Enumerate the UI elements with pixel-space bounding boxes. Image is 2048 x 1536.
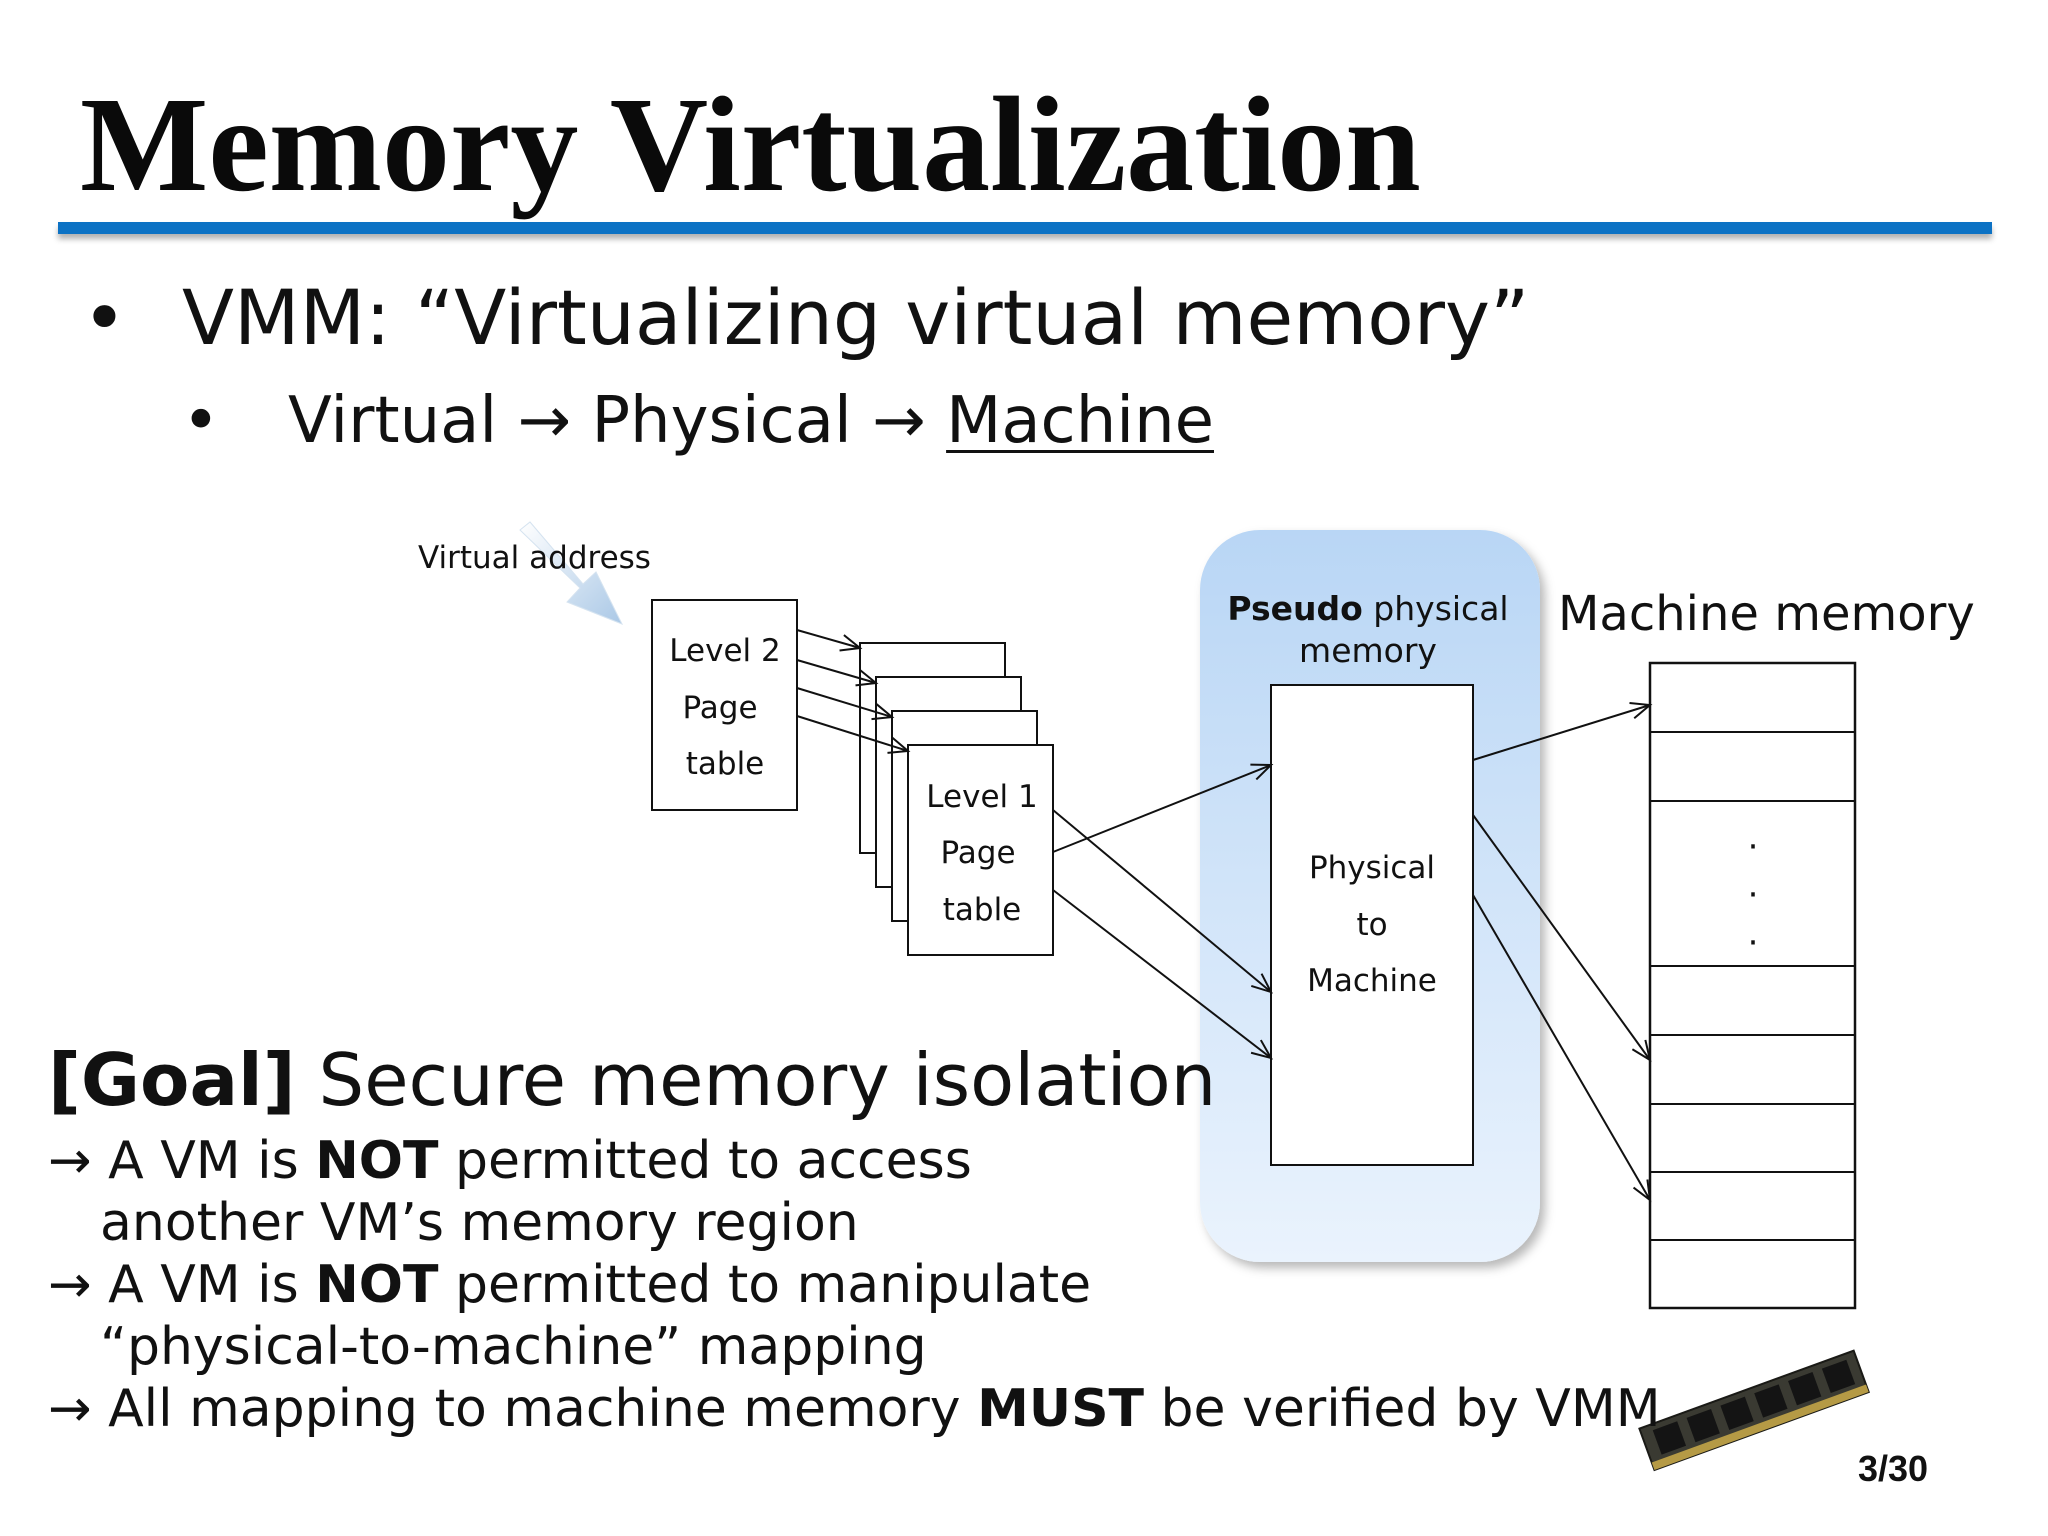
translation-physical: Physical <box>591 384 852 458</box>
translation-virtual: Virtual <box>288 384 498 458</box>
machine-memory-column <box>1648 661 1857 1310</box>
p2m-to-machine-arrow <box>1472 702 1653 761</box>
goal-point-emphasis: NOT <box>315 1255 439 1315</box>
pseudo-physical-label-line2: memory <box>1299 631 1437 670</box>
goal-tag: [Goal] <box>48 1038 296 1122</box>
goal-point-text: All mapping to machine memory <box>91 1379 978 1439</box>
pseudo-physical-label-line1: Pseudo physical <box>1227 589 1508 628</box>
pseudo-rest: physical <box>1363 589 1509 628</box>
l1-to-p2m-arrow <box>1052 809 1273 994</box>
level1-page-table <box>907 744 1054 956</box>
ellipsis-dot: · <box>1748 875 1759 915</box>
level2-page-table <box>651 599 798 811</box>
level2-label-line3: table <box>686 746 765 782</box>
right-arrow-icon: → <box>48 1255 92 1315</box>
goal-point-continuation: another VM’s memory region <box>100 1193 859 1253</box>
goal-point: → A VM is NOT permitted to access <box>48 1130 1661 1192</box>
goal-section: [Goal] Secure memory isolation → A VM is… <box>48 1030 1661 1440</box>
pseudo-bold: Pseudo <box>1227 589 1362 628</box>
goal-heading-text: Secure memory isolation <box>295 1038 1217 1122</box>
goal-point: → A VM is NOT permitted to manipulate <box>48 1254 1661 1316</box>
l1-to-p2m-arrow <box>1052 889 1274 1060</box>
l1-to-p2m-arrow <box>1052 763 1274 853</box>
goal-point-text: permitted to manipulate <box>438 1255 1092 1315</box>
l2-to-l1-arrow <box>796 629 863 652</box>
bullet-marker: • <box>82 273 127 362</box>
ellipsis-dot: · <box>1748 923 1759 963</box>
translation-machine: Machine <box>946 384 1214 458</box>
physical-to-machine-table <box>1270 684 1474 1166</box>
goal-point-continuation: “physical-to-machine” mapping <box>100 1317 927 1377</box>
l2-to-l1-arrow <box>796 687 895 721</box>
goal-point-text: A VM is <box>91 1255 316 1315</box>
goal-point-text: be verified by VMM <box>1144 1379 1661 1439</box>
p2m-label-line3: Machine <box>1307 963 1437 999</box>
level2-label-line2: Page <box>682 690 757 726</box>
bullet-level-2: • Virtual → Physical → Machine <box>182 376 1214 466</box>
p2m-to-machine-arrow <box>1472 814 1652 1063</box>
right-arrow-icon: → <box>872 384 926 458</box>
virtual-address-arrow-icon <box>519 521 624 625</box>
right-arrow-icon: → <box>517 384 572 458</box>
level1-label-line1: Level 1 <box>926 779 1037 815</box>
goal-point: → All mapping to machine memory MUST be … <box>48 1378 1661 1440</box>
bullet-text: VMM: “Virtualizing virtual memory” <box>182 273 1530 362</box>
goal-point-text: A VM is <box>91 1131 316 1191</box>
goal-point-emphasis: NOT <box>315 1131 439 1191</box>
slide-title: Memory Virtualization <box>80 70 1421 220</box>
title-rule <box>58 222 1992 234</box>
goal-point-emphasis: MUST <box>977 1379 1145 1439</box>
level2-label-line1: Level 2 <box>669 633 780 669</box>
bullet-level-1: • VMM: “Virtualizing virtual memory” <box>82 268 1529 368</box>
bullet-marker: • <box>182 384 220 458</box>
virtual-address-label: Virtual address <box>418 540 651 576</box>
goal-point-text: permitted to access <box>438 1131 972 1191</box>
p2m-label-line1: Physical <box>1309 850 1435 886</box>
ram-module-icon <box>1638 1349 1870 1472</box>
l2-to-l1-arrow <box>796 659 879 687</box>
machine-memory-label: Machine memory <box>1558 586 1975 642</box>
right-arrow-icon: → <box>48 1379 92 1439</box>
p2m-label-line2: to <box>1356 907 1387 943</box>
page-number: 3/30 <box>1858 1448 1929 1489</box>
l2-to-l1-arrow <box>796 715 911 754</box>
ellipsis-dot: · <box>1748 827 1759 867</box>
bullet-text: Virtual → Physical → Machine <box>288 376 1214 466</box>
goal-heading: [Goal] Secure memory isolation <box>48 1030 1661 1130</box>
p2m-to-machine-arrow <box>1472 894 1652 1203</box>
level1-label-line2: Page <box>940 835 1015 871</box>
right-arrow-icon: → <box>48 1131 92 1191</box>
level1-label-line3: table <box>943 892 1022 928</box>
